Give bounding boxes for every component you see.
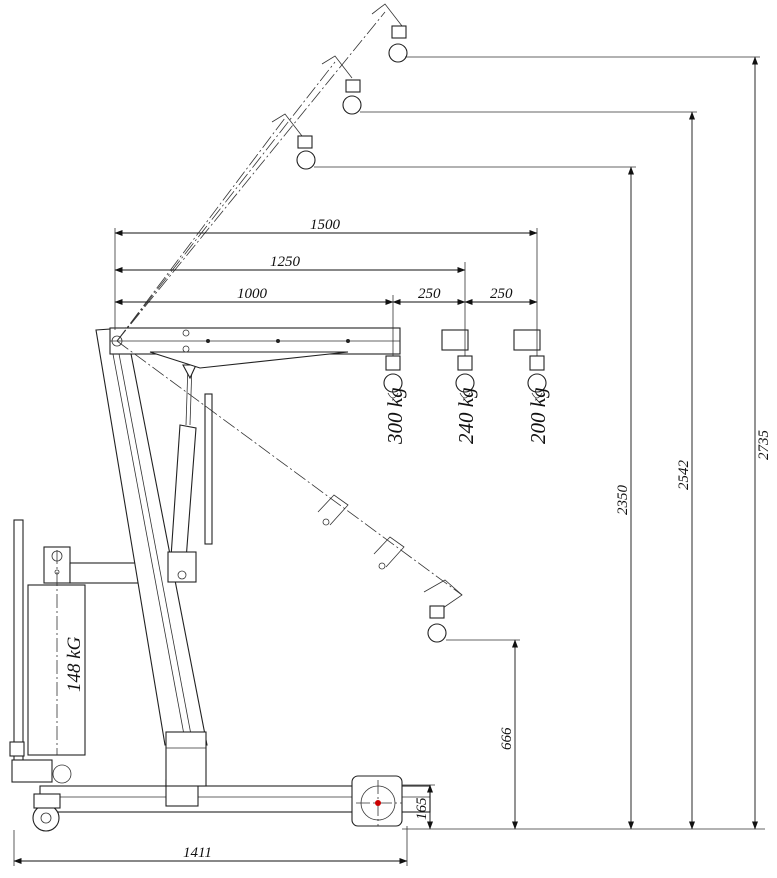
base-frame [39,775,431,827]
dim-1500: 1500 [310,217,341,233]
hydraulic-cylinder [167,363,213,583]
counterweight-weight-label: 148 kG [64,636,85,692]
raised-hook-3 [296,135,316,170]
dim-1411: 1411 [183,845,212,861]
length-dimension [13,826,408,866]
height-dimensions [314,56,765,830]
front-caster-wheel [32,793,61,832]
raised-hook-2 [342,79,362,115]
dim-250-a: 250 [418,286,441,302]
boom [109,327,541,369]
load-label-240: 240 kg [454,387,478,444]
handle-bar [9,519,72,784]
hook-240 [455,330,475,399]
dim-1000: 1000 [237,286,268,302]
hook-200 [527,330,547,399]
load-label-200: 200 kg [526,387,550,444]
lowered-boom-positions [116,340,463,611]
dim-2542: 2542 [676,460,692,491]
dim-250-b: 250 [490,286,513,302]
load-label-300: 300 kg [383,387,407,445]
dim-666: 666 [499,727,515,750]
raised-hook-1 [388,25,408,63]
dim-165: 165 [414,797,430,820]
dim-1250: 1250 [270,254,301,270]
dim-2735: 2735 [756,430,772,461]
dim-2350: 2350 [615,485,631,516]
reach-dimensions [114,228,538,330]
mast [95,327,208,787]
lowered-hook [427,605,447,643]
hook-300 [383,330,403,399]
